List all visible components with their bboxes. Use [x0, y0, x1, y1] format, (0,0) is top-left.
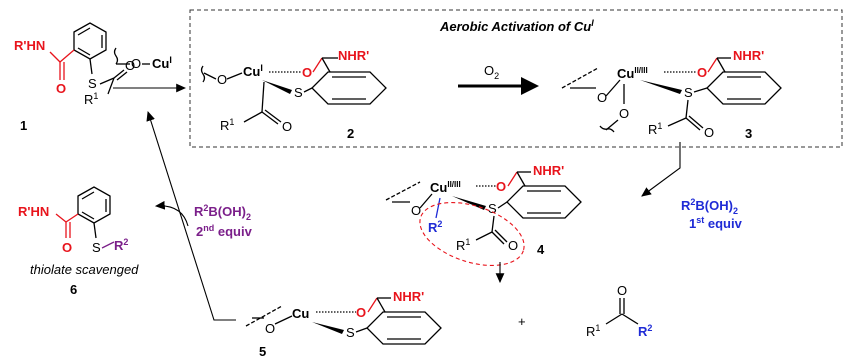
- svg-text:R2B(OH)2: R2B(OH)2: [194, 203, 251, 222]
- svg-text:4: 4: [537, 242, 545, 257]
- svg-text:S: S: [92, 240, 101, 255]
- svg-text:O: O: [496, 179, 506, 194]
- svg-text:R'HN: R'HN: [18, 204, 49, 219]
- svg-text:5: 5: [259, 344, 266, 358]
- compound-6: R'HN O S R2 thiolate scavenged 6: [18, 186, 139, 297]
- svg-text:S: S: [684, 85, 693, 100]
- svg-text:CuII/III: CuII/III: [617, 66, 648, 81]
- svg-text:3: 3: [745, 126, 752, 141]
- arrow-to-6: [154, 200, 189, 227]
- svg-text:NHR': NHR': [393, 289, 424, 304]
- compound-3: O CuII/III O NHR' O S O R1 3: [561, 48, 782, 141]
- svg-text:R2B(OH)2: R2B(OH)2: [681, 197, 738, 216]
- svg-text:O: O: [62, 240, 72, 255]
- svg-text:2nd equiv: 2nd equiv: [196, 223, 253, 239]
- arrow-3-to-4: [641, 142, 681, 197]
- svg-text:O: O: [617, 283, 627, 298]
- svg-text:O: O: [217, 72, 227, 87]
- arrow-5-to-1: [146, 110, 236, 321]
- compound-2: O CuI O NHR' S O R1 2: [200, 48, 387, 141]
- svg-text:S: S: [294, 85, 303, 100]
- svg-text:R2: R2: [638, 323, 652, 339]
- svg-text:O: O: [282, 119, 292, 134]
- svg-text:O: O: [704, 125, 714, 140]
- svg-text:O: O: [411, 203, 421, 218]
- compound-1: R'HN O S O R1 1: [14, 22, 135, 133]
- svg-text:CuII/III: CuII/III: [430, 180, 461, 195]
- svg-text:Cu: Cu: [292, 306, 309, 321]
- svg-text:2: 2: [347, 126, 354, 141]
- svg-text:1st equiv: 1st equiv: [689, 215, 743, 231]
- svg-text:O: O: [697, 65, 707, 80]
- compound-4: O CuII/III O NHR' S R2 O R1 4: [385, 163, 582, 266]
- svg-text:NHR': NHR': [533, 163, 564, 178]
- svg-text:O: O: [302, 65, 312, 80]
- svg-text:CuI: CuI: [152, 55, 172, 71]
- aerobic-activation-box: [189, 9, 843, 148]
- ketone-product: O R1 R2: [586, 283, 652, 339]
- plus-sign: +: [518, 314, 526, 329]
- o2-label: O2: [484, 63, 499, 81]
- svg-text:S: S: [488, 201, 497, 216]
- svg-text:R1: R1: [220, 117, 234, 133]
- svg-text:O: O: [131, 56, 141, 71]
- compound-1-thioester-o: O: [125, 58, 135, 73]
- svg-text:O: O: [619, 106, 629, 121]
- box-title: Aerobic Activation of CuI: [439, 18, 594, 34]
- svg-text:S: S: [346, 325, 355, 340]
- compound-1-sulfur: S: [88, 76, 97, 91]
- svg-text:O: O: [356, 305, 366, 320]
- svg-text:R1: R1: [648, 121, 662, 137]
- compound-1-carbonyl-o: O: [56, 81, 66, 96]
- svg-text:CuI: CuI: [243, 63, 263, 79]
- svg-text:R1: R1: [586, 323, 600, 339]
- reagent-boronic-second: R2B(OH)2 2nd equiv: [194, 203, 253, 239]
- compound-1-amide: R'HN: [14, 38, 45, 53]
- svg-text:O: O: [265, 321, 275, 336]
- reagent-boronic-first: R2B(OH)2 1st equiv: [681, 197, 743, 231]
- svg-text:R2: R2: [114, 237, 128, 253]
- svg-text:NHR': NHR': [733, 48, 764, 63]
- svg-text:O: O: [508, 238, 518, 253]
- reductive-elimination-ellipse: [419, 202, 525, 266]
- thiolate-scavenged-caption: thiolate scavenged: [30, 262, 139, 277]
- svg-text:O: O: [597, 90, 607, 105]
- svg-text:6: 6: [70, 282, 77, 297]
- compound-1-number: 1: [20, 118, 27, 133]
- compound-1-r1: R1: [84, 91, 98, 107]
- compound-5: O Cu O NHR' S 5: [245, 289, 442, 358]
- svg-text:R2: R2: [428, 219, 442, 235]
- svg-text:NHR': NHR': [338, 48, 369, 63]
- svg-text:R1: R1: [456, 237, 470, 253]
- reagent-cu-alkoxide: O CuI: [113, 47, 172, 71]
